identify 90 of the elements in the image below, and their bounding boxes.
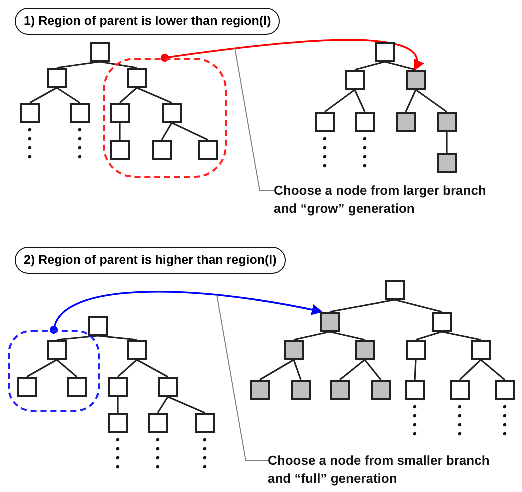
tree-node-box — [315, 112, 335, 132]
tree-node-box — [284, 340, 304, 360]
tree-edge — [119, 87, 138, 104]
tree-edge — [168, 396, 206, 414]
tree-edge — [354, 90, 366, 112]
tree-node-box — [148, 413, 168, 433]
tree-node-box — [432, 312, 452, 332]
tree-node-box — [195, 413, 215, 433]
tree-edge — [119, 123, 121, 140]
tree-edge — [56, 359, 78, 378]
tree-node-box — [406, 70, 426, 90]
heading-pill: 2) Region of parent is higher than region(l) — [15, 247, 286, 274]
tree-edge — [330, 299, 396, 313]
tree-edge — [405, 90, 417, 112]
tree-edge — [56, 87, 80, 104]
tree-edge — [157, 396, 169, 414]
tree-node-box — [127, 340, 147, 360]
tree-edge — [480, 359, 506, 381]
tree-edge — [117, 359, 138, 378]
callout-text: Choose a node from larger branch and “grow” generation — [274, 182, 506, 220]
tree-node-box — [110, 103, 130, 123]
tree-edge — [340, 359, 366, 381]
tree-node-box — [495, 380, 515, 400]
tree-node-box — [70, 103, 90, 123]
tree-node-box — [127, 68, 147, 88]
tree-node-box — [250, 380, 270, 400]
tree-edge — [416, 331, 442, 341]
tree-node-box — [450, 380, 470, 400]
tree-node-box — [355, 112, 375, 132]
tree-edge — [56, 335, 98, 341]
tree-edge — [294, 331, 330, 341]
tree-edge — [394, 299, 442, 313]
tree-node-box — [320, 312, 340, 332]
tree-edge — [459, 359, 482, 381]
tree-node-box — [108, 377, 128, 397]
tree-edge — [293, 360, 302, 380]
tree-node-box — [152, 140, 172, 160]
tree-node-box — [471, 340, 491, 360]
tree-node-box — [17, 377, 37, 397]
tree-node-box — [108, 413, 128, 433]
tree-edge — [26, 359, 58, 378]
tree-node-box — [20, 103, 40, 123]
tree-node-box — [385, 280, 405, 300]
tree-edge — [56, 61, 100, 69]
tree-node-box — [330, 380, 350, 400]
tree-node-box — [396, 112, 416, 132]
tree-edge — [324, 89, 356, 113]
tree-edge — [172, 122, 208, 141]
tree-edge — [416, 89, 448, 113]
tree-edge — [446, 132, 448, 153]
tree-edge — [161, 122, 173, 140]
tree-node-box — [110, 140, 130, 160]
tree-node-box — [162, 103, 182, 123]
curved-arrow — [161, 39, 422, 72]
heading-pill: 1) Region of parent is lower than region(l) — [15, 8, 280, 35]
tree-edge — [30, 87, 58, 104]
tree-node-box — [198, 140, 218, 160]
tree-node-box — [47, 340, 67, 360]
dashed-region-outline — [103, 58, 227, 178]
tree-node-box — [406, 340, 426, 360]
leader-line — [234, 48, 274, 192]
tree-edge — [354, 61, 386, 71]
tree-node-box — [355, 340, 375, 360]
tree-edge — [98, 335, 138, 341]
tree-node-box — [437, 112, 457, 132]
tree-edge — [414, 360, 417, 380]
tree-node-box — [345, 70, 365, 90]
tree-edge — [117, 397, 119, 413]
tree-node-box — [375, 42, 395, 62]
tree-edge — [260, 359, 294, 381]
tree-node-box — [67, 377, 87, 397]
tree-node-box — [90, 42, 110, 62]
tree-edge — [136, 359, 168, 378]
tree-edge — [364, 360, 382, 380]
leader-line — [216, 294, 268, 462]
dashed-region-outline — [8, 330, 100, 412]
tree-node-box — [405, 380, 425, 400]
tree-edge — [442, 331, 482, 341]
tree-node-box — [158, 377, 178, 397]
curved-arrow — [50, 291, 324, 334]
tree-node-box — [371, 380, 391, 400]
tree-edge — [136, 87, 172, 104]
tree-edge — [100, 61, 138, 69]
tree-node-box — [437, 153, 457, 173]
callout-text: Choose a node from smaller branch and “full” generation — [268, 452, 500, 490]
tree-node-box — [88, 316, 108, 336]
tree-node-box — [47, 68, 67, 88]
tree-edge — [330, 331, 366, 341]
tree-edge — [384, 61, 416, 71]
tree-node-box — [291, 380, 311, 400]
